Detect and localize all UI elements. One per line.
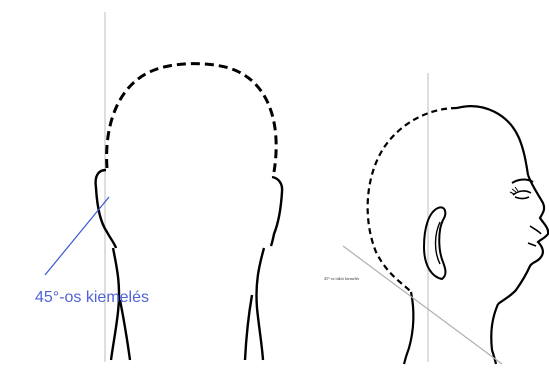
back-view-neck-right-inner (245, 295, 252, 360)
back-view-dashed-crown (107, 64, 277, 172)
back-view-neck-left-inner (120, 300, 130, 360)
side-view-neck-front (491, 304, 498, 364)
side-view-mouth (528, 243, 536, 246)
side-view-angle-label: 45°-os tükör kiemelés (324, 276, 364, 281)
side-view-eyebrow (512, 180, 533, 184)
side-view-face-profile (498, 175, 548, 304)
back-view-head (45, 12, 282, 362)
side-view-neck-back (404, 292, 413, 364)
side-view-head (343, 73, 548, 364)
side-view-nose-line (530, 226, 541, 234)
back-view-angle-label: 45°-os kiemelés (35, 289, 149, 307)
back-view-neck-right (256, 248, 264, 360)
side-view-ear (424, 207, 446, 279)
back-view-right-ear (271, 177, 282, 246)
side-view-45-degree-line (343, 246, 502, 364)
side-view-head-top (457, 106, 528, 175)
back-view-45-degree-line (45, 197, 109, 275)
